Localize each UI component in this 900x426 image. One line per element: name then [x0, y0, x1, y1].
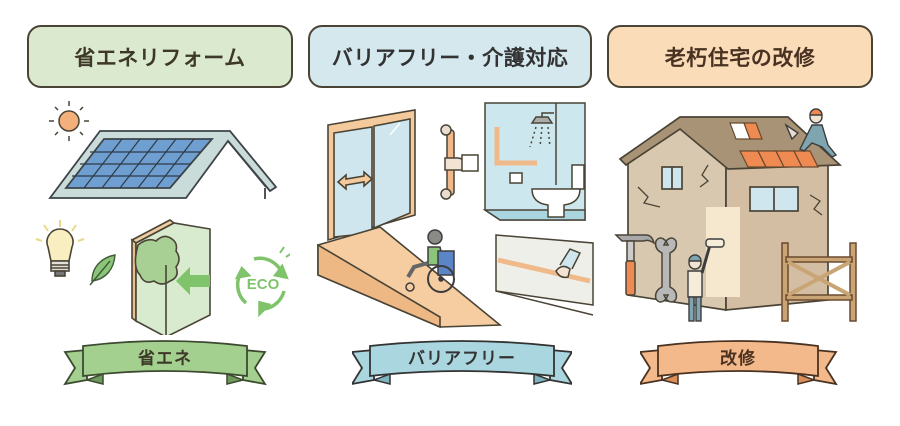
- header-title: 老朽住宅の改修: [664, 45, 816, 70]
- ribbon-energy-saving: 省エネ: [55, 340, 275, 400]
- eco-recycle-icon: [234, 246, 293, 318]
- roof-worker-icon: [784, 108, 838, 158]
- bathroom-handrail-icon: [482, 102, 586, 221]
- illustration-renovation: [610, 95, 900, 335]
- header-renovation: 老朽住宅の改修: [607, 25, 873, 88]
- ribbon-barrier-free: バリアフリー: [352, 340, 572, 400]
- roof-tiles-icon: [729, 122, 819, 168]
- arrow-icon: [176, 267, 210, 295]
- wrench-icon: [654, 237, 678, 303]
- leaf-icon: [89, 254, 116, 286]
- solar-panel-roof-icon: [48, 130, 278, 199]
- header-energy-saving: 省エネリフォーム: [27, 25, 293, 88]
- wheelchair-user-icon: [405, 229, 455, 293]
- panel-energy-saving: 省エネリフォーム: [0, 0, 300, 426]
- insulated-wall-icon: [130, 219, 211, 338]
- grab-bar-icon: [440, 124, 479, 200]
- wall-handrail-icon: [495, 234, 594, 316]
- ribbon-renovation: 改修: [640, 340, 860, 400]
- header-title: 省エネリフォーム: [74, 45, 246, 70]
- illustration-barrier-free: [310, 95, 600, 335]
- panel-barrier-free: バリアフリー・介護対応: [300, 0, 600, 426]
- sliding-door-icon: [327, 109, 416, 242]
- eco-badge-text: ECO: [247, 276, 280, 293]
- panel-renovation: 老朽住宅の改修: [600, 0, 900, 426]
- header-title: バリアフリー・介護対応: [331, 45, 569, 70]
- illustration-energy-saving: ECO: [20, 95, 293, 338]
- ribbon-label: バリアフリー: [408, 349, 516, 369]
- led-bulb-icon: [35, 220, 85, 277]
- hammer-icon: [614, 234, 656, 296]
- painter-with-roller-icon: [687, 238, 725, 322]
- header-barrier-free: バリアフリー・介護対応: [308, 25, 592, 88]
- ribbon-label: 改修: [720, 349, 756, 369]
- ribbon-label: 省エネ: [138, 349, 192, 369]
- wooden-fence-icon: [781, 242, 857, 322]
- sun-icon: [49, 101, 89, 141]
